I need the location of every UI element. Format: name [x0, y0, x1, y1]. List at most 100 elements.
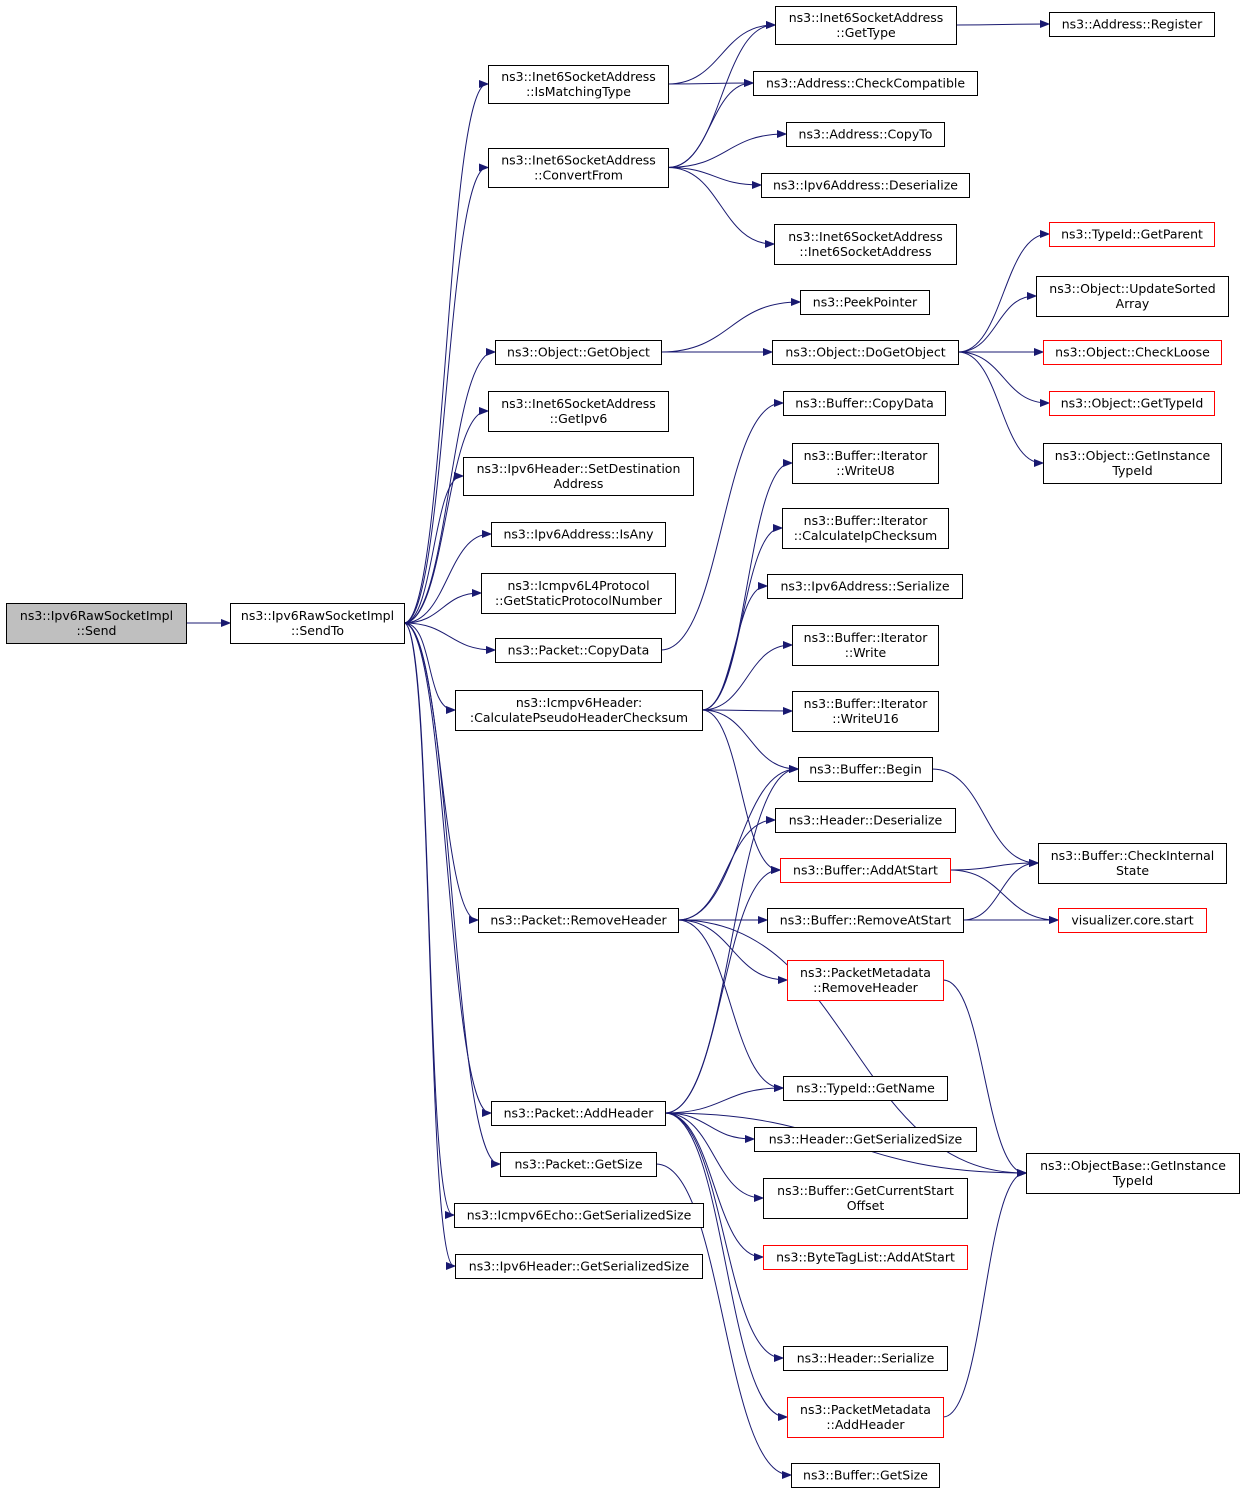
node-label: ::SendTo — [291, 623, 344, 638]
node-convfrom[interactable]: ns3::Inet6SocketAddress::ConvertFrom — [488, 148, 669, 188]
node-box — [500, 1152, 657, 1177]
node-bufaddstart[interactable]: ns3::Buffer::AddAtStart — [780, 858, 951, 883]
edge-sendto-to-getstaticproto — [403, 593, 480, 624]
node-label: ns3::Buffer::GetSize — [803, 1468, 928, 1483]
node-calcipchk[interactable]: ns3::Buffer::Iterator::CalculateIpChecks… — [782, 508, 949, 549]
node-getobject[interactable]: ns3::Object::GetObject — [495, 340, 662, 365]
node-bufremstart[interactable]: ns3::Buffer::RemoveAtStart — [767, 908, 964, 933]
edge-bufbegin-to-checkinternal — [931, 768, 1037, 863]
node-checkloose[interactable]: ns3::Object::CheckLoose — [1043, 340, 1222, 365]
node-checkcompat[interactable]: ns3::Address::CheckCompatible — [753, 71, 978, 96]
node-addrcopyto[interactable]: ns3::Address::CopyTo — [786, 122, 945, 147]
node-bufbegin[interactable]: ns3::Buffer::Begin — [798, 757, 933, 782]
edge-arrow — [667, 25, 774, 168]
node-box — [767, 574, 963, 599]
edge-convfrom-to-ipv6deser — [667, 167, 760, 186]
node-label: ::WriteU8 — [836, 463, 895, 478]
node-box — [230, 603, 405, 644]
node-box — [488, 148, 669, 188]
edge-arrow — [701, 586, 766, 711]
node-addheader[interactable]: ns3::Packet::AddHeader — [491, 1101, 666, 1126]
node-box — [792, 625, 939, 666]
node-label: ns3::Inet6SocketAddress — [501, 69, 656, 84]
node-label: ns3::Packet::AddHeader — [504, 1106, 655, 1121]
node-hdrser[interactable]: ns3::Header::Serialize — [783, 1346, 948, 1371]
node-bufgetsize[interactable]: ns3::Buffer::GetSize — [791, 1463, 940, 1488]
edge-arrow — [403, 622, 454, 1266]
node-box — [775, 808, 956, 833]
node-addrreg[interactable]: ns3::Address::Register — [1049, 12, 1215, 37]
edge-arrow — [667, 167, 760, 186]
edge-addheader-to-bufcuroffset — [664, 1112, 762, 1198]
node-echosersize[interactable]: ns3::Icmpv6Echo::GetSerializedSize — [454, 1203, 704, 1228]
node-peekptr[interactable]: ns3::PeekPointer — [800, 290, 930, 315]
node-removeheader[interactable]: ns3::Packet::RemoveHeader — [478, 908, 679, 933]
node-tidgetparent[interactable]: ns3::TypeId::GetParent — [1049, 222, 1215, 247]
node-ipv6sersize[interactable]: ns3::Ipv6Header::GetSerializedSize — [455, 1254, 703, 1279]
node-box — [782, 508, 949, 549]
node-getstaticproto[interactable]: ns3::Icmpv6L4Protocol::GetStaticProtocol… — [481, 573, 676, 614]
edge-arrow — [677, 919, 782, 1088]
node-label: ns3::Ipv6Header::SetDestination — [477, 461, 681, 476]
edge-arrow — [667, 134, 785, 168]
node-label: ns3::Ipv6Address::Deserialize — [773, 178, 958, 193]
node-box — [1049, 12, 1215, 37]
node-bufcopydata[interactable]: ns3::Buffer::CopyData — [783, 391, 946, 416]
node-label: ns3::Header::Serialize — [797, 1351, 935, 1366]
node-box — [463, 457, 694, 496]
node-btladdstart[interactable]: ns3::ByteTagList::AddAtStart — [763, 1245, 968, 1270]
node-label: ns3::PacketMetadata — [800, 1402, 931, 1417]
node-dogetobject[interactable]: ns3::Object::DoGetObject — [772, 340, 959, 365]
node-ipv6deser[interactable]: ns3::Ipv6Address::Deserialize — [761, 173, 970, 198]
node-label: ::IsMatchingType — [526, 84, 631, 99]
node-label: ns3::Buffer::CheckInternal — [1051, 848, 1215, 863]
node-writeu8[interactable]: ns3::Buffer::Iterator::WriteU8 — [792, 443, 939, 484]
node-hdrdeser[interactable]: ns3::Header::Deserialize — [775, 808, 956, 833]
node-objgettypeid[interactable]: ns3::Object::GetTypeId — [1049, 391, 1215, 416]
node-itwrite[interactable]: ns3::Buffer::Iterator::Write — [792, 625, 939, 666]
node-calcpseudo[interactable]: ns3::Icmpv6Header::CalculatePseudoHeader… — [455, 690, 703, 731]
node-ipv6ser[interactable]: ns3::Ipv6Address::Serialize — [767, 574, 963, 599]
node-gettype[interactable]: ns3::Inet6SocketAddress::GetType — [775, 6, 957, 45]
edge-arrow — [403, 84, 487, 624]
node-label: Array — [1116, 296, 1150, 311]
edge-removeheader-to-tidgetname — [677, 919, 782, 1088]
node-label: ns3::Header::GetSerializedSize — [769, 1132, 963, 1147]
edge-arrow — [403, 534, 490, 624]
node-pktcopydata[interactable]: ns3::Packet::CopyData — [495, 638, 662, 663]
node-isany[interactable]: ns3::Ipv6Address::IsAny — [491, 522, 666, 547]
node-label: ns3::Buffer::Iterator — [804, 630, 929, 645]
node-label: ::Write — [845, 645, 887, 660]
node-vizstart[interactable]: visualizer.core.start — [1058, 908, 1207, 933]
node-box — [1049, 391, 1215, 416]
node-writeu16[interactable]: ns3::Buffer::Iterator::WriteU16 — [792, 691, 939, 732]
edge-calcpseudo-to-bufbegin — [701, 709, 797, 769]
node-label: ns3::Object::GetTypeId — [1061, 396, 1204, 411]
node-label: ns3::Ipv6RawSocketImpl — [241, 608, 394, 623]
node-label: ns3::PeekPointer — [813, 295, 918, 310]
edge-arrow — [701, 709, 797, 769]
node-pmaddhdr[interactable]: ns3::PacketMetadata::AddHeader — [787, 1397, 944, 1438]
node-box — [775, 6, 957, 45]
node-box — [1043, 443, 1222, 484]
node-getipv6[interactable]: ns3::Inet6SocketAddress::GetIpv6 — [488, 391, 669, 432]
edge-pktcopydata-to-bufcopydata — [660, 403, 782, 651]
node-inet6ctor[interactable]: ns3::Inet6SocketAddress::Inet6SocketAddr… — [774, 224, 957, 265]
node-pmremhdr[interactable]: ns3::PacketMetadata::RemoveHeader — [787, 960, 944, 1001]
node-label: ns3::Buffer::AddAtStart — [793, 863, 938, 878]
node-label: ::GetStaticProtocolNumber — [495, 593, 663, 608]
edge-arrow — [955, 24, 1048, 25]
node-hdrsersize[interactable]: ns3::Header::GetSerializedSize — [754, 1127, 977, 1152]
node-sendto[interactable]: ns3::Ipv6RawSocketImpl::SendTo — [230, 603, 405, 644]
node-ismatch[interactable]: ns3::Inet6SocketAddress::IsMatchingType — [488, 65, 669, 104]
node-tidgetname[interactable]: ns3::TypeId::GetName — [783, 1076, 948, 1101]
edge-addheader-to-hdrser — [664, 1112, 782, 1358]
edge-arrow — [949, 863, 1037, 871]
node-pktgetsize[interactable]: ns3::Packet::GetSize — [500, 1152, 657, 1177]
